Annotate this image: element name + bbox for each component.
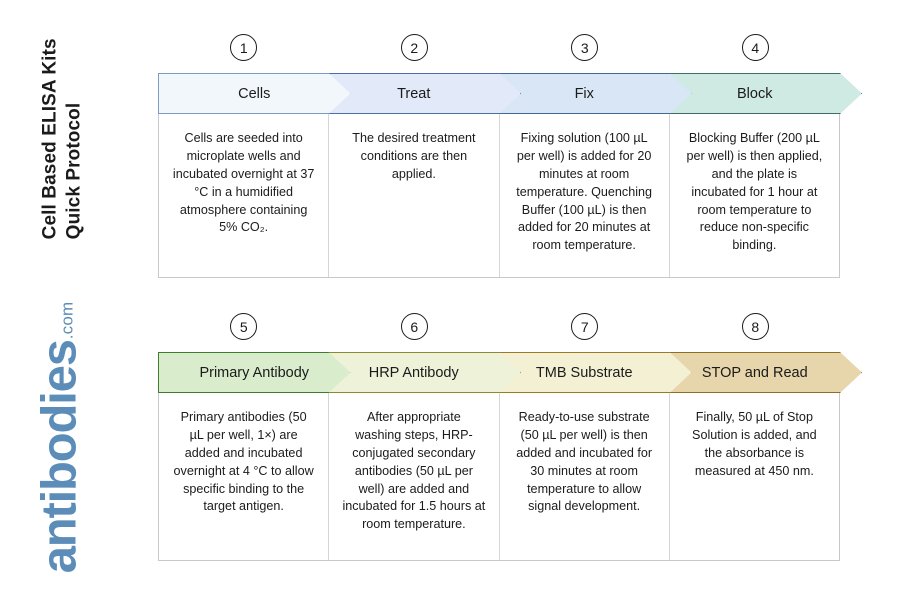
step-number-badge-7: 7 xyxy=(571,313,599,340)
step-number-badge-1: 1 xyxy=(230,34,258,61)
left-rail: Cell Based ELISA Kits Quick Protocol ant… xyxy=(0,0,158,594)
step-description-text: After appropriate washing steps, HRP-con… xyxy=(342,410,486,532)
step-description-strip: Cells are seeded into microplate wells a… xyxy=(158,114,840,278)
step-label: HRP Antibody xyxy=(368,364,459,381)
step-label: Cells xyxy=(238,85,271,102)
step-number-badge-8: 8 xyxy=(741,313,769,340)
step-description-text: Cells are seeded into microplate wells a… xyxy=(172,131,315,235)
step-description-8: Finally, 50 µL of Stop Solution is added… xyxy=(670,393,839,560)
step-description-text: Primary antibodies (50 µL per well, 1×) … xyxy=(173,410,314,514)
step-description-3: Fixing solution (100 µL per well) is add… xyxy=(500,114,670,277)
step-badge-strip: 1 2 3 4 xyxy=(158,34,848,73)
brand-tld: .com xyxy=(57,301,77,340)
step-number-badge-3: 3 xyxy=(571,34,599,61)
brand-name: antibodies xyxy=(32,340,87,574)
step-description-6: After appropriate washing steps, HRP-con… xyxy=(329,393,500,560)
protocol-row-1: 1 2 3 4 Cells Treat Fix Block Cells are seeded… xyxy=(158,34,848,278)
step-label: STOP and Read xyxy=(701,364,808,381)
step-number-badge-6: 6 xyxy=(400,313,428,340)
step-description-text: Blocking Buffer (200 µL per well) is the… xyxy=(686,131,823,253)
protocol-row-2: 5 6 7 8 Primary Antibody HRP Antibody TMB Sub… xyxy=(158,313,848,561)
step-number-badge-5: 5 xyxy=(230,313,258,340)
step-chevron-6[interactable]: HRP Antibody xyxy=(307,352,522,393)
step-description-text: Fixing solution (100 µL per well) is add… xyxy=(516,131,653,253)
step-chevron-strip: Cells Treat Fix Block xyxy=(158,73,840,114)
step-description-2: The desired treatment conditions are the… xyxy=(329,114,500,277)
brand-logo: antibodies .com xyxy=(32,273,87,574)
step-number-badge-2: 2 xyxy=(400,34,428,61)
step-badge-strip: 5 6 7 8 xyxy=(158,313,848,352)
step-label: Treat xyxy=(397,85,431,102)
step-label: Primary Antibody xyxy=(199,364,310,381)
step-label: Fix xyxy=(574,85,594,102)
step-description-text: Ready-to-use substrate (50 µL per well) … xyxy=(516,410,653,514)
step-number-badge-4: 4 xyxy=(741,34,769,61)
step-description-text: The desired treatment conditions are the… xyxy=(352,131,476,181)
step-description-4: Blocking Buffer (200 µL per well) is the… xyxy=(670,114,839,277)
step-label: Block xyxy=(737,85,773,102)
step-chevron-1[interactable]: Cells xyxy=(158,73,351,114)
page-title: Cell Based ELISA Kits Quick Protocol xyxy=(39,38,85,240)
step-description-strip: Primary antibodies (50 µL per well, 1×) … xyxy=(158,393,840,561)
step-chevron-5[interactable]: Primary Antibody xyxy=(158,352,351,393)
step-description-1: Cells are seeded into microplate wells a… xyxy=(159,114,330,277)
step-description-7: Ready-to-use substrate (50 µL per well) … xyxy=(500,393,670,560)
step-chevron-strip: Primary Antibody HRP Antibody TMB Substrat… xyxy=(158,352,840,393)
step-description-text: Finally, 50 µL of Stop Solution is added… xyxy=(692,410,817,478)
step-label: TMB Substrate xyxy=(535,364,633,381)
step-description-5: Primary antibodies (50 µL per well, 1×) … xyxy=(159,393,330,560)
